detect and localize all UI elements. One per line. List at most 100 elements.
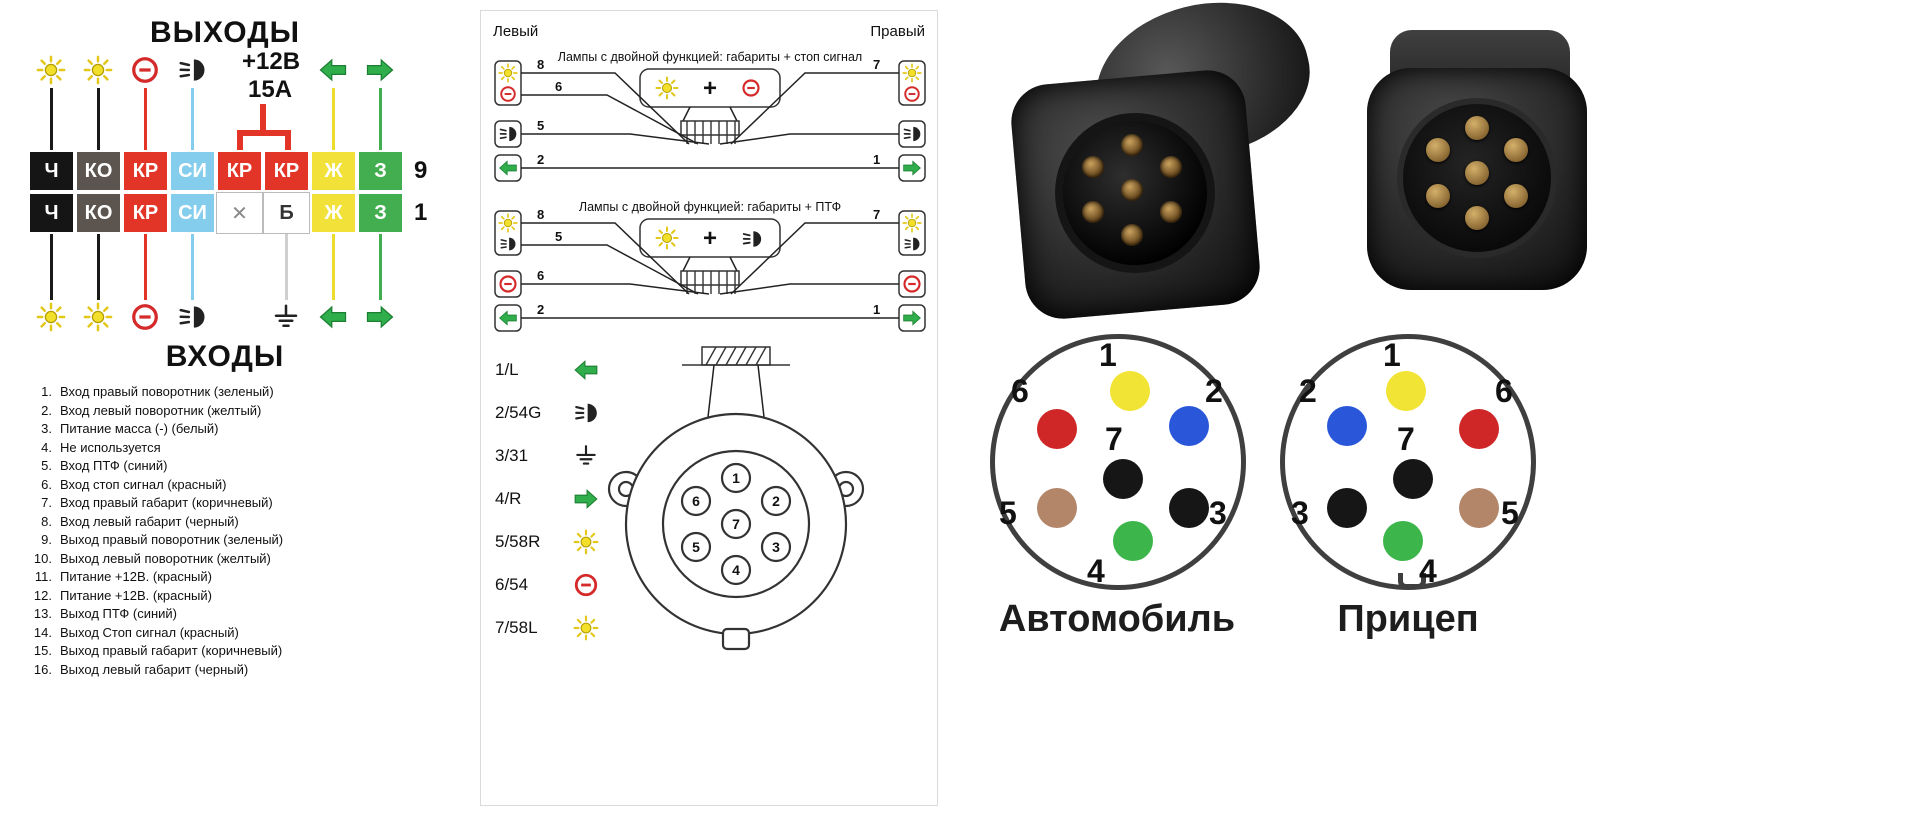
outputs-title: ВЫХОДЫ — [150, 16, 300, 49]
connector-photos-and-pinouts: 1 2 3 4 5 6 7 1 2 3 4 5 6 7 Автомобиль П… — [950, 0, 1920, 817]
fog-light-icon — [177, 302, 207, 332]
pin-dot — [1037, 488, 1077, 528]
item-number: 12. — [33, 587, 52, 603]
dual-function-lamp-diagram-fog: Лампы с двойной функцией: габариты + ПТФ… — [494, 200, 926, 332]
list-item: 10.Выход левый поворотник (желтый) — [26, 551, 466, 566]
item-text: Вход правый поворотник (зеленый) — [60, 384, 274, 399]
svg-text:6: 6 — [692, 493, 700, 509]
item-number: 15. — [33, 643, 52, 658]
item-number: 2. — [41, 402, 52, 418]
wire — [144, 234, 147, 300]
svg-text:2: 2 — [772, 493, 780, 509]
pin-dot — [1169, 406, 1209, 446]
item-number: 14. — [33, 624, 52, 640]
fuse-15a-label: 15А — [248, 76, 293, 103]
wire-cell: З — [357, 192, 404, 234]
svg-text:2: 2 — [537, 302, 544, 317]
item-number: 7. — [41, 495, 52, 510]
wire-cell: СИ — [169, 192, 216, 234]
lamp-icon — [83, 55, 113, 85]
pin-dot — [1110, 371, 1150, 411]
svg-text:8: 8 — [537, 57, 544, 72]
pin-number: 6 — [1011, 373, 1029, 409]
wire-cell: Ж — [310, 192, 357, 234]
right-side-label: Правый — [870, 23, 925, 40]
wire-cell: КР — [216, 150, 263, 192]
svg-text:8: 8 — [537, 207, 544, 222]
item-text: Вход стоп сигнал (красный) — [60, 476, 227, 492]
svg-text:5: 5 — [555, 229, 562, 244]
dual-function-lamp-diagram-stop: Лампы с двойной функцией: габариты + сто… — [494, 50, 926, 182]
connector-row-outputs: Ч КО КР СИ КР КР Ж З 9 — [28, 150, 427, 192]
ground-icon — [271, 302, 301, 332]
wire-legend-list: 1. Вход правый поворотник (зеленый) 2. Вхо… — [26, 384, 466, 680]
pin-dot — [1383, 521, 1423, 561]
pin-number: 7 — [1397, 421, 1415, 457]
svg-text:+: + — [703, 75, 717, 102]
pin-number: 1 — [1383, 337, 1401, 373]
item-text: Вход правый габарит (коричневый) — [60, 495, 273, 510]
pin-code: 7/58L — [495, 618, 538, 637]
wire-cell-unused: ✕ — [216, 192, 263, 234]
pin-code: 1/L — [495, 360, 519, 379]
wire — [50, 88, 53, 150]
keyway-notch — [1398, 573, 1426, 589]
pin-legend-row: 4/R — [495, 485, 599, 513]
plug-face — [1397, 98, 1557, 258]
inputs-title: ВХОДЫ — [165, 340, 285, 373]
item-number: 3. — [41, 421, 52, 436]
pin-number: 6 — [1495, 373, 1513, 409]
stop-signal-icon — [130, 302, 160, 332]
pin-code: 3/31 — [495, 446, 529, 465]
list-item: 6.Вход стоп сигнал (красный) — [26, 477, 466, 492]
row-number: 9 — [414, 157, 428, 184]
svg-text:+: + — [703, 225, 717, 252]
trailer-connector-photo — [1345, 30, 1610, 315]
item-text: Вход левый габарит (черный) — [60, 513, 239, 529]
svg-text:1: 1 — [873, 152, 880, 167]
power-wire — [285, 132, 291, 150]
power-wire-branch — [237, 130, 291, 136]
left-side-label: Левый — [493, 23, 539, 40]
svg-text:7: 7 — [732, 516, 740, 532]
pin-number: 2 — [1299, 373, 1317, 409]
harness-module-panel: ВЫХОДЫ +12В 15А Ч КО КР СИ КР КР Ж З 9 Ч… — [20, 10, 472, 810]
trailer-pinout-circle: 1 2 3 4 5 6 7 — [1280, 334, 1536, 590]
list-item: 9.Выход правый поворотник (зеленый) — [26, 532, 466, 547]
arrow-right-icon — [365, 55, 395, 85]
pin-legend-row: 1/L — [495, 356, 599, 384]
wire — [97, 234, 100, 300]
pin-code: 5/58R — [495, 532, 541, 551]
wire — [50, 234, 53, 300]
item-number: 13. — [33, 606, 52, 621]
trailer-label: Прицеп — [1337, 598, 1479, 640]
item-text: Выход Стоп сигнал (красный) — [60, 624, 239, 640]
item-number: 1. — [41, 384, 52, 399]
fog-light-icon — [177, 55, 207, 85]
wire — [285, 234, 288, 300]
pin-code: 4/R — [495, 489, 522, 508]
item-text: Питание +12В. (красный) — [60, 587, 212, 603]
item-number: 16. — [33, 661, 52, 677]
power-12v-label: +12В — [242, 48, 301, 75]
pin-legend-row: 3/31 — [495, 442, 599, 470]
svg-text:6: 6 — [555, 79, 562, 94]
wire — [191, 88, 194, 150]
wire-cell: КР — [263, 150, 310, 192]
svg-text:2: 2 — [537, 152, 544, 167]
stop-signal-icon — [130, 55, 160, 85]
svg-text:7: 7 — [873, 207, 880, 222]
wire — [332, 234, 335, 300]
list-item: 14. Выход Стоп сигнал (красный) — [26, 625, 466, 640]
row-number: 1 — [414, 199, 428, 226]
pin-legend-row: 7/58L — [495, 614, 599, 642]
pin-dot — [1459, 488, 1499, 528]
pin-legend-row: 5/58R — [495, 528, 599, 556]
list-item: 15.Выход правый габарит (коричневый) — [26, 643, 466, 658]
wire — [191, 234, 194, 300]
wire-cell: Б — [263, 192, 310, 234]
svg-text:1: 1 — [732, 470, 740, 486]
lamp-icon — [36, 302, 66, 332]
wire-cell: КО — [75, 150, 122, 192]
item-text: Выход левый габарит (черный) — [60, 661, 249, 677]
